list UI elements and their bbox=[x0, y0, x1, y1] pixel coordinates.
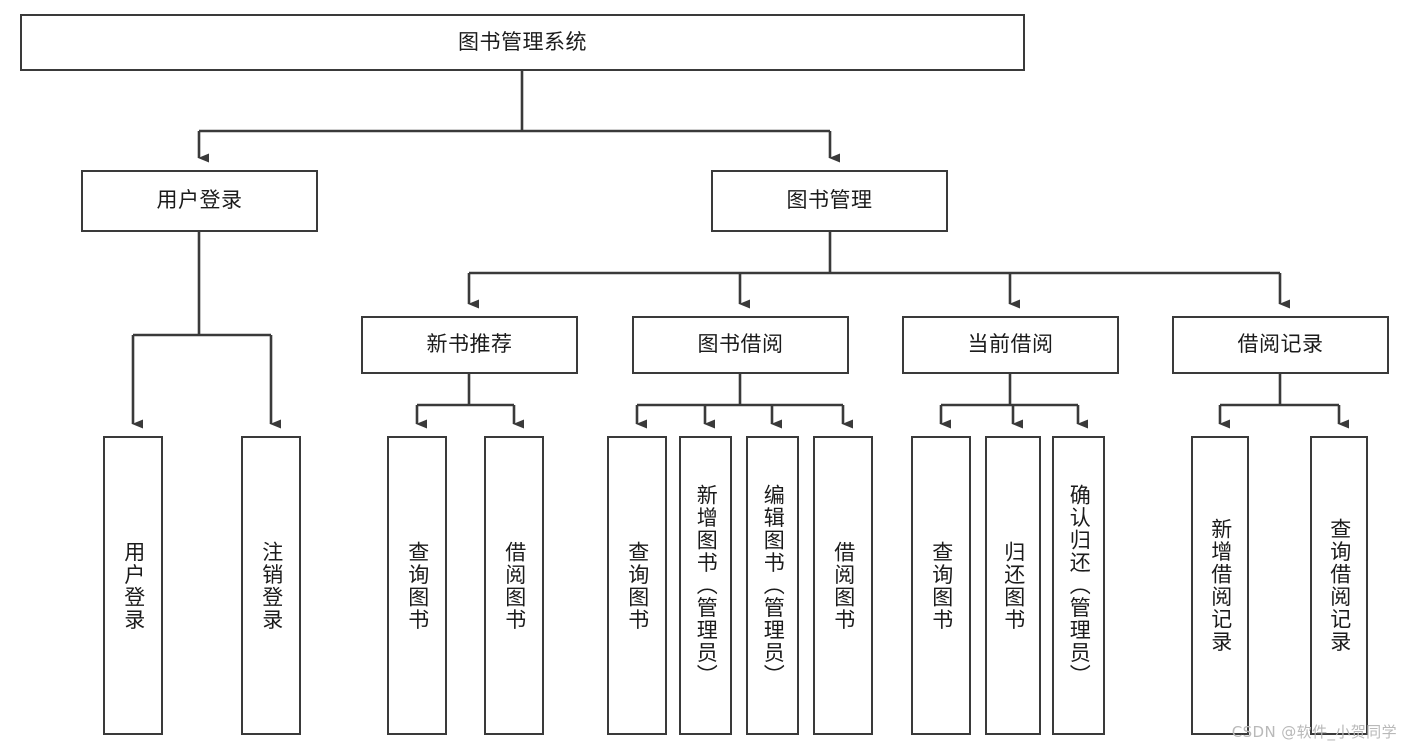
node-leaf-user-login[interactable]: 用户登录 bbox=[103, 436, 163, 735]
node-leaf-return-book[interactable]: 归还图书 bbox=[985, 436, 1041, 735]
node-label: 编辑图书（管理员） bbox=[761, 484, 786, 687]
node-label: 图书管理系统 bbox=[458, 29, 587, 54]
node-leaf-query-book-1[interactable]: 查询图书 bbox=[387, 436, 447, 735]
node-label: 用户登录 bbox=[121, 540, 146, 631]
node-leaf-confirm-return[interactable]: 确认归还（管理员） bbox=[1052, 436, 1105, 735]
node-label: 新增图书（管理员） bbox=[694, 484, 719, 687]
node-label: 图书管理 bbox=[786, 188, 873, 213]
node-label: 新书推荐 bbox=[426, 332, 513, 357]
node-leaf-borrow-book-2[interactable]: 借阅图书 bbox=[813, 436, 873, 735]
node-label: 注销登录 bbox=[259, 540, 284, 631]
node-label: 借阅记录 bbox=[1237, 332, 1324, 357]
node-label: 借阅图书 bbox=[831, 540, 856, 631]
node-leaf-query-borrow-record[interactable]: 查询借阅记录 bbox=[1310, 436, 1368, 735]
node-label: 图书借阅 bbox=[697, 332, 784, 357]
node-label: 查询图书 bbox=[929, 540, 954, 631]
node-leaf-add-borrow-record[interactable]: 新增借阅记录 bbox=[1191, 436, 1249, 735]
node-leaf-query-book-3[interactable]: 查询图书 bbox=[911, 436, 971, 735]
csdn-watermark: CSDN @软件_小贺同学 bbox=[1231, 723, 1397, 741]
node-new-book-recommendation[interactable]: 新书推荐 bbox=[361, 316, 578, 374]
node-leaf-query-book-2[interactable]: 查询图书 bbox=[607, 436, 667, 735]
node-leaf-logout[interactable]: 注销登录 bbox=[241, 436, 301, 735]
node-label: 当前借阅 bbox=[967, 332, 1054, 357]
node-book-management-system[interactable]: 图书管理系统 bbox=[20, 14, 1025, 71]
node-leaf-edit-book[interactable]: 编辑图书（管理员） bbox=[746, 436, 799, 735]
node-book-management[interactable]: 图书管理 bbox=[711, 170, 948, 232]
node-label: 查询图书 bbox=[625, 540, 650, 631]
node-label: 新增借阅记录 bbox=[1208, 518, 1233, 653]
node-label: 借阅图书 bbox=[502, 540, 527, 631]
node-label: 确认归还（管理员） bbox=[1067, 484, 1092, 687]
node-label: 归还图书 bbox=[1001, 540, 1026, 631]
node-current-borrowing[interactable]: 当前借阅 bbox=[902, 316, 1119, 374]
node-book-borrowing[interactable]: 图书借阅 bbox=[632, 316, 849, 374]
node-user-login[interactable]: 用户登录 bbox=[81, 170, 318, 232]
node-label: 用户登录 bbox=[156, 188, 243, 213]
node-label: 查询借阅记录 bbox=[1327, 518, 1352, 653]
node-leaf-borrow-book-1[interactable]: 借阅图书 bbox=[484, 436, 544, 735]
node-borrowing-record[interactable]: 借阅记录 bbox=[1172, 316, 1389, 374]
node-leaf-add-book[interactable]: 新增图书（管理员） bbox=[679, 436, 732, 735]
node-label: 查询图书 bbox=[405, 540, 430, 631]
